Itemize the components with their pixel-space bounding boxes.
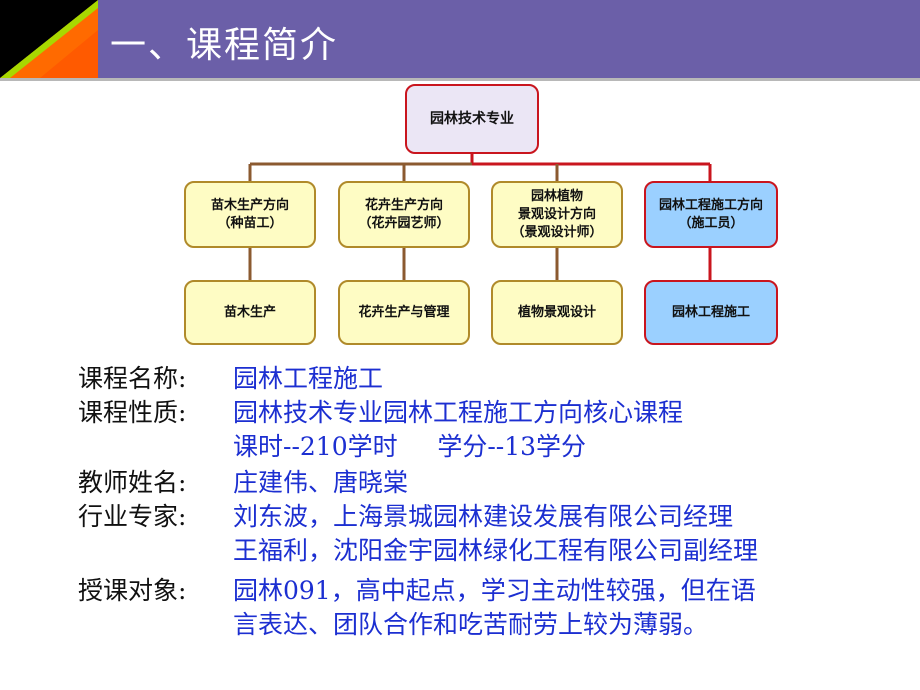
info-label: 课程名称: <box>78 364 187 393</box>
direction-label: 园林工程施工方向 <box>658 197 763 213</box>
course-label: 园林工程施工 <box>671 304 750 320</box>
direction-role: （施工员） <box>678 215 744 231</box>
info-value-continued: 王福利，沈阳金宇园林绿化工程有限公司副经理 <box>233 536 759 565</box>
course-label: 苗木生产 <box>223 304 276 320</box>
info-row-audience: 授课对象: 园林091，高中起点，学习主动性较强，但在语 <box>78 574 758 608</box>
course-node-construction: 园林工程施工 <box>644 280 778 345</box>
info-row-course-name: 课程名称: 园林工程施工 <box>78 362 758 396</box>
org-connectors <box>248 153 712 280</box>
info-label: 教师姓名: <box>78 468 187 497</box>
info-value: 园林工程施工 <box>233 364 384 393</box>
course-node-seedling: 苗木生产 <box>184 280 316 345</box>
info-hours-credits: 课时--210学时 学分--13学分 <box>233 432 587 461</box>
info-value: 园林技术专业园林工程施工方向核心课程 <box>233 398 684 427</box>
info-label: 行业专家: <box>78 502 187 531</box>
direction-label: 苗木生产方向 <box>210 197 289 213</box>
header-bar: 一、课程简介 <box>0 0 920 78</box>
direction-node-construction: 园林工程施工方向 （施工员） <box>644 181 778 248</box>
direction-node-flower: 花卉生产方向 （花卉园艺师） <box>338 181 470 248</box>
direction-label: 花卉生产方向 <box>364 197 443 213</box>
info-row-course-nature: 课程性质: 园林技术专业园林工程施工方向核心课程 <box>78 396 758 430</box>
corner-stripes-icon <box>0 0 98 78</box>
info-value: 园林091，高中起点，学习主动性较强，但在语 <box>233 576 756 605</box>
course-label: 植物景观设计 <box>517 304 596 320</box>
direction-role: （种苗工） <box>217 215 283 231</box>
course-label: 花卉生产与管理 <box>358 304 450 320</box>
info-label: 授课对象: <box>78 576 187 605</box>
direction-role: （花卉园艺师） <box>358 215 450 231</box>
direction-role: （景观设计师） <box>511 224 603 240</box>
info-value: 庄建伟、唐晓棠 <box>233 468 409 497</box>
course-info: 课程名称: 园林工程施工 课程性质: 园林技术专业园林工程施工方向核心课程 课时… <box>78 362 758 642</box>
info-value-continued: 言表达、团队合作和吃苦耐劳上较为薄弱。 <box>233 610 709 639</box>
org-root-node: 园林技术专业 <box>405 84 539 154</box>
direction-node-landscape: 园林植物景观设计方向 （景观设计师） <box>491 181 623 248</box>
info-label: 课程性质: <box>78 398 187 427</box>
direction-label: 园林植物 <box>530 188 583 204</box>
direction-node-seedling: 苗木生产方向 （种苗工） <box>184 181 316 248</box>
course-node-flower: 花卉生产与管理 <box>338 280 470 345</box>
info-row-teachers: 教师姓名: 庄建伟、唐晓棠 <box>78 466 758 500</box>
corner-decoration <box>0 0 98 78</box>
course-node-landscape: 植物景观设计 <box>491 280 623 345</box>
org-root-label: 园林技术专业 <box>430 111 514 127</box>
info-value: 刘东波，上海景城园林建设发展有限公司经理 <box>233 502 734 531</box>
header-divider <box>0 78 920 81</box>
page-title: 一、课程简介 <box>110 25 339 66</box>
direction-label-2: 景观设计方向 <box>517 206 596 222</box>
info-row-experts: 行业专家: 刘东波，上海景城园林建设发展有限公司经理 <box>78 500 758 534</box>
